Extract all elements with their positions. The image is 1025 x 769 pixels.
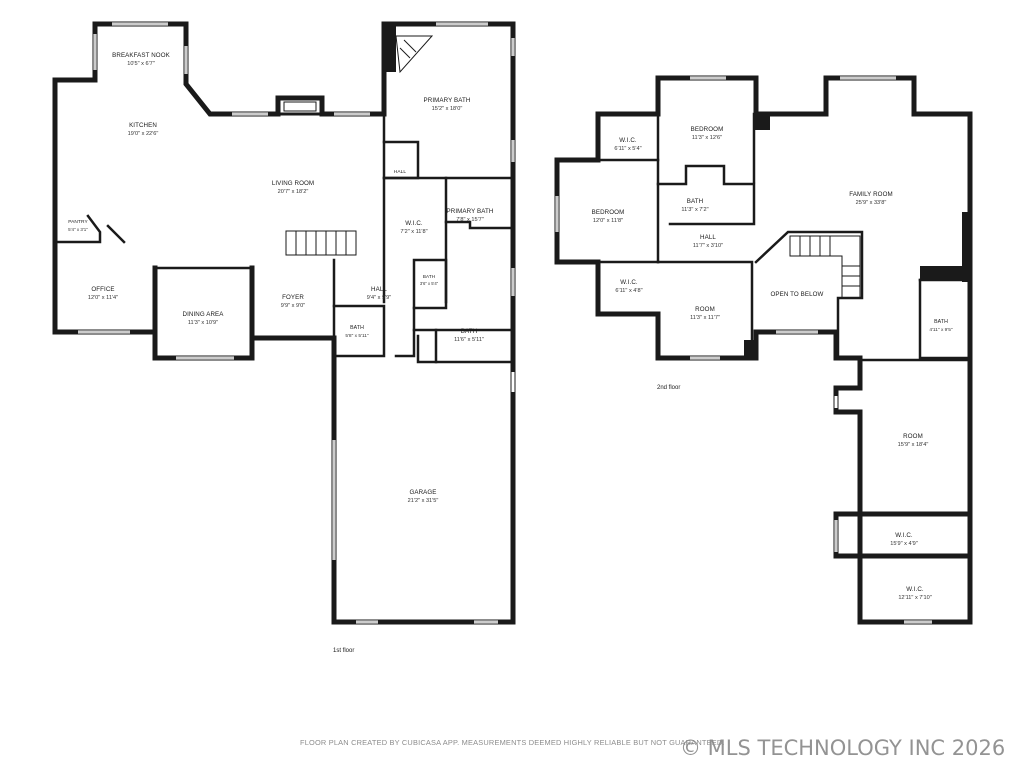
room-dimensions: 6'11" x 5'4" [614,146,641,152]
room-label: PRIMARY BATH [447,208,494,215]
room-dimensions: 4'11" x 9'5" [929,327,953,333]
room-label: W.I.C. [895,532,913,539]
room-dimensions: 12'11" x 7'10" [898,595,931,601]
room-dimensions: 21'2" x 31'5" [408,498,439,504]
copyright-watermark: © MLS TECHNOLOGY INC 2026 [680,736,1006,760]
room-label: W.I.C. [906,586,924,593]
room-label: BREAKFAST NOOK [112,52,170,59]
room-dimensions: 9'4" x 9'9" [367,295,391,301]
room-dimensions: 15'9" x 18'4" [898,442,929,448]
stair-icon [285,230,357,256]
room-label: HALL [371,286,387,293]
room-dimensions: 11'6" x 5'11" [454,337,484,343]
floor-label: 2nd floor [657,385,680,391]
room-label: ROOM [903,433,923,440]
room-label: BATH [687,198,703,205]
room-dimensions: 19'0" x 22'6" [128,131,159,137]
room-label: PRIMARY BATH [424,97,471,104]
room-label: GARAGE [409,489,436,496]
room-dimensions: 25'9" x 33'8" [856,200,887,206]
room-dimensions: 5'4" x 3'1" [68,227,88,232]
room-dimensions: 9'9" x 9'0" [281,303,305,309]
room-label: OFFICE [91,286,114,293]
room-label: FAMILY ROOM [849,191,893,198]
second-floor-plan: W.I.C. 6'11" x 5'4" BEDROOM 11'3" x 12'6… [554,75,973,625]
room-label: ROOM [695,306,715,313]
room-label: BEDROOM [691,126,724,133]
room-dimensions: 20'7" x 18'2" [278,189,309,195]
room-label: FOYER [282,294,304,301]
stair-icon [395,35,434,74]
room-dimensions: 5'8" x 5'11" [345,333,369,339]
room-dimensions: 11'3" x 10'9" [188,320,218,326]
room-dimensions: 3'6" x 5'4" [420,281,439,286]
room-dimensions: 7'8" x 15'7" [456,217,484,223]
room-label: BEDROOM [592,209,625,216]
room-label: W.I.C. [405,220,423,227]
room-dimensions: 12'0" x 11'8" [593,218,623,224]
room-label: HALL [700,234,716,241]
room-label: W.I.C. [620,279,638,286]
room-dimensions: 12'0" x 11'4" [88,295,118,301]
stair-icon [789,235,861,299]
room-label: W.I.C. [619,137,637,144]
room-dimensions: 10'5" x 6'7" [127,61,155,67]
room-dimensions: 11'3" x 12'6" [692,135,722,141]
floor-label: 1st floor [333,648,354,654]
room-label: DINING AREA [183,311,225,318]
room-label: KITCHEN [129,122,157,129]
room-label: OPEN TO BELOW [771,291,824,298]
room-label: BATH [350,325,364,331]
room-dimensions: 11'7" x 3'10" [693,243,723,249]
room-label: PANTRY [68,219,88,225]
room-dimensions: 11'3" x 7'2" [681,207,708,213]
room-dimensions: 6'11" x 4'8" [615,288,642,294]
room-dimensions: 15'2" x 18'0" [432,106,463,112]
room-label: BATH [461,328,477,335]
room-dimensions: 11'3" x 11'7" [690,315,720,321]
room-label: HALL [394,169,407,175]
room-label: BATH [934,319,948,325]
room-dimensions: 15'9" x 4'9" [890,541,918,547]
disclaimer-text: FLOOR PLAN CREATED BY CUBICASA APP. MEAS… [300,738,725,747]
first-floor-plan: BREAKFAST NOOK 10'5" x 6'7" KITCHEN 19'0… [52,21,516,654]
room-label: LIVING ROOM [272,180,314,187]
room-dimensions: 7'2" x 11'8" [400,229,427,235]
room-label: BATH [423,274,435,279]
